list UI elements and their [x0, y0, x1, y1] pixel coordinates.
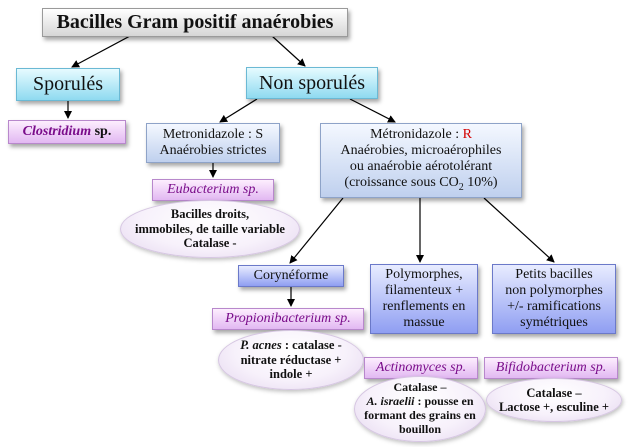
petits-line3: +/- ramifications [507, 299, 601, 314]
bifidobacterium-box: Bifidobacterium sp. [484, 357, 618, 379]
eubacterium-desc-line2: immobiles, de taille variable [135, 221, 285, 236]
propionibacterium-description: P. acnes : catalase - nitrate réductase … [218, 330, 364, 390]
bifido-desc-line2: Lactose +, esculine + [498, 400, 610, 414]
eubacterium-box: Eubacterium sp. [152, 179, 274, 201]
co2-subscript: 2 [458, 182, 464, 194]
metronidazole-r-line3: ou anaérobie aérotolérant [349, 159, 493, 175]
metronidazole-s-line2: Anaérobies strictes [159, 143, 267, 158]
co2-prefix: (croissance sous CO [344, 175, 459, 191]
clostridium-label: Clostridium sp. [23, 124, 112, 140]
arrow-title-sporules [71, 35, 131, 68]
polymorphes-line1: Polymorphes, [385, 266, 463, 282]
propionibacterium-label: Propionibacterium sp. [225, 310, 351, 326]
clostridium-genus: Clostridium [22, 123, 92, 139]
eubacterium-desc-line1: Bacilles droits, [170, 207, 250, 222]
metronidazole-r-line2: Anaérobies, microaérophiles [340, 143, 502, 159]
non-sporules-box: Non sporulés [246, 67, 378, 99]
polymorphes-line3: renflements en [382, 299, 466, 314]
eubacterium-desc-line3: Catalase - [183, 236, 237, 251]
actino-desc-line4: bouillon [398, 421, 442, 436]
propionibacterium-box: Propionibacterium sp. [212, 308, 364, 330]
arrow-title-nonsporules [271, 35, 306, 67]
coryneforme-box: Corynéforme [238, 265, 344, 287]
actino-desc-line2-rest: : pousse en [414, 394, 474, 409]
arrow-metror-corynef [289, 197, 344, 264]
clostridium-box: Clostridium sp. [8, 120, 126, 144]
metronidazole-r-line4: (croissance sous CO2 10%) [344, 175, 497, 193]
co2-suffix: 10%) [463, 175, 498, 191]
actino-desc-line3: formant des grains en [364, 408, 476, 422]
sporules-box: Sporulés [16, 68, 120, 101]
metronidazole-r-line1: Métronidazole : R [370, 127, 472, 143]
arrow-nonsporules-metros [219, 98, 258, 123]
petits-bacilles-box: Petits bacilles non polymorphes +/- rami… [492, 264, 616, 334]
actinomyces-description: Catalase – A. israelii : pousse en forma… [354, 376, 486, 442]
polymorphes-line2: filamenteux + [384, 282, 464, 298]
propioni-desc-line1-rest: : catalase - [281, 338, 342, 353]
diagram-title: Bacilles Gram positif anaérobies [56, 11, 334, 33]
eubacterium-description: Bacilles droits, immobiles, de taille va… [120, 200, 300, 258]
clostridium-suffix: sp. [91, 123, 112, 139]
propioni-desc-line1: P. acnes : catalase - [240, 338, 341, 352]
actino-desc-line2: A. israelii : pousse en [366, 394, 474, 409]
propioni-desc-line2: nitrate réductase + [240, 352, 342, 367]
petits-line1: Petits bacilles [515, 266, 593, 282]
arrow-metror-petits [483, 197, 555, 263]
eubacterium-label: Eubacterium sp. [167, 181, 259, 197]
bifidobacterium-description: Catalase – Lactose +, esculine + [486, 378, 622, 422]
metronidazole-s-box: Metronidazole : S Anaérobies strictes [146, 123, 280, 163]
actinomyces-label: Actinomyces sp. [375, 359, 467, 375]
metronidazole-s-line1: Metronidazole : S [162, 126, 264, 142]
bifido-desc-line1: Catalase – [526, 385, 582, 400]
metronidazole-r-box: Métronidazole : R Anaérobies, microaérop… [320, 123, 522, 198]
title-box: Bacilles Gram positif anaérobies [42, 8, 348, 37]
petits-line4: symétriques [520, 315, 588, 331]
petits-line2: non polymorphes [505, 282, 603, 298]
actino-species: A. israelii [366, 394, 415, 409]
polymorphes-line4: massue [403, 315, 445, 331]
propioni-desc-line3: indole + [269, 367, 313, 382]
coryneforme-label: Corynéforme [253, 267, 329, 283]
actino-desc-line1: Catalase – [393, 380, 447, 395]
arrow-nonsporules-metror [349, 98, 396, 123]
polymorphes-box: Polymorphes, filamenteux + renflements e… [370, 264, 478, 334]
sporules-label: Sporulés [33, 73, 103, 95]
metronidazole-r-value: R [462, 127, 472, 143]
bifidobacterium-label: Bifidobacterium sp. [495, 359, 607, 375]
metronidazole-r-prefix: Métronidazole : [370, 127, 463, 143]
non-sporules-label: Non sporulés [258, 71, 366, 94]
propioni-species: P. acnes [240, 338, 282, 353]
